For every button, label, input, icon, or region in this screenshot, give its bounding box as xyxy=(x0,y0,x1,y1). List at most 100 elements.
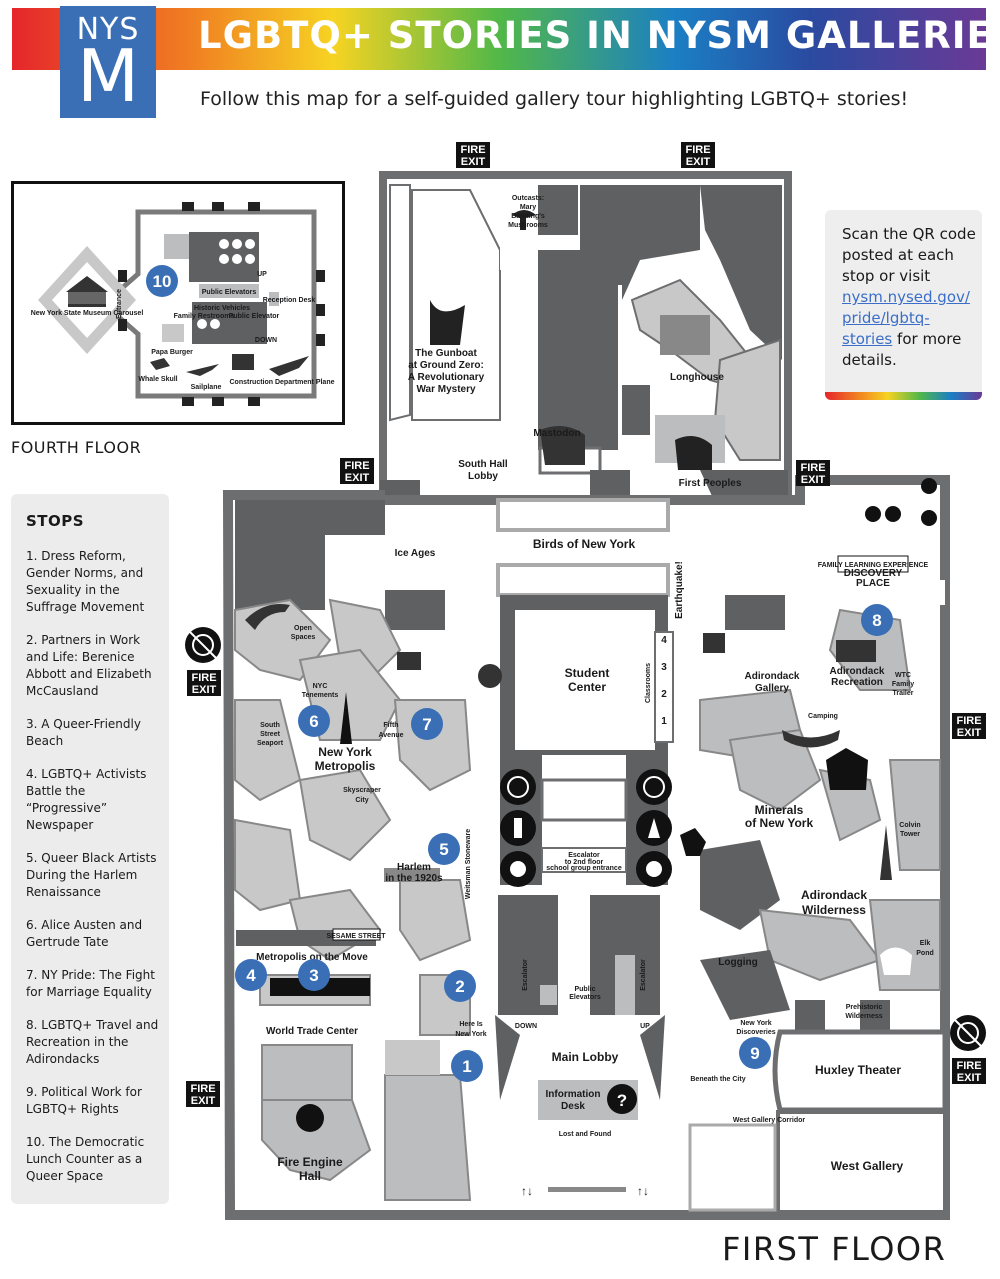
stop-marker-5[interactable] xyxy=(428,833,460,865)
qr-outro: for more details. xyxy=(842,330,962,369)
north-wing xyxy=(379,171,792,535)
logo-m-text: M xyxy=(76,34,140,118)
stop-marker-8[interactable] xyxy=(861,604,893,636)
tunnel-icon xyxy=(478,664,502,688)
details-link[interactable]: nysm.nysed.gov/ pride/lgbtq- stories xyxy=(842,288,970,348)
metropolis-on-the-move-label: Metropolis on the Move xyxy=(256,952,368,963)
lizard-icon xyxy=(245,604,290,630)
gazebo-icon xyxy=(397,652,421,670)
canoe-icon xyxy=(782,730,840,748)
stop-item-7[interactable]: 7. NY Pride: The Fight for Marriage Equa… xyxy=(26,968,155,999)
accessibility-icons xyxy=(185,478,986,1051)
svg-text:EXIT: EXIT xyxy=(957,727,982,739)
classrooms-label: Classrooms xyxy=(645,663,652,703)
stop-marker-3[interactable] xyxy=(298,959,330,991)
mastodon-label: Mastodon xyxy=(533,428,580,439)
stop-marker-1[interactable] xyxy=(451,1050,483,1082)
adirondack-gallery-icon xyxy=(703,633,725,653)
west-gallery-corridor-label: West Gallery Corridor xyxy=(733,1117,806,1124)
page-subtitle: Follow this map for a self-guided galler… xyxy=(200,88,909,110)
stop-item-4[interactable]: 4. LGBTQ+ Activists Battle the “Progress… xyxy=(26,767,147,832)
stop-item-2[interactable]: 2. Partners in Work and Life: Berenice A… xyxy=(26,633,152,698)
svg-text:?: ? xyxy=(617,1091,627,1110)
question-icon xyxy=(607,1084,637,1114)
stop-marker-10[interactable] xyxy=(146,265,178,297)
fourth-down-label: DOWN xyxy=(255,337,277,344)
stop-marker-2-label: 2 xyxy=(455,977,464,996)
svg-text:FIRE: FIRE xyxy=(191,672,216,684)
escalator-down-label: Escalator xyxy=(522,959,529,991)
svg-text:FIRE: FIRE xyxy=(190,1083,215,1095)
huxley-theater-label: Huxley Theater xyxy=(815,1063,901,1077)
stop-marker-4[interactable] xyxy=(235,959,267,991)
stop-item-1[interactable]: 1. Dress Reform, Gender Norms, and Sexua… xyxy=(26,549,145,614)
svg-text:EXIT: EXIT xyxy=(192,684,217,696)
logging-label: Logging xyxy=(718,957,757,968)
stop-markers: 1 2 3 4 5 6 7 8 9 xyxy=(235,604,893,1082)
colvin-tower-icon xyxy=(880,825,892,880)
fourth-up-label: UP xyxy=(257,271,267,278)
deer-icon xyxy=(680,828,706,856)
first-peoples-label: First Peoples xyxy=(679,478,742,489)
fourth-floor-label: FOURTH FLOOR xyxy=(11,438,142,457)
ice-ages-label: Ice Ages xyxy=(395,548,436,559)
stop-item-3[interactable]: 3. A Queer-Friendly Beach xyxy=(26,717,141,748)
stop-marker-3-label: 3 xyxy=(309,966,318,985)
center-restroom-icons xyxy=(500,769,672,887)
main-lobby-label: Main Lobby xyxy=(552,1050,619,1064)
logo-nys-text: NYS xyxy=(76,12,140,47)
stop-marker-7[interactable] xyxy=(411,708,443,740)
fourth-floor-exit-tabs xyxy=(118,202,325,406)
stop-marker-5-label: 5 xyxy=(439,840,448,859)
carousel-icon xyxy=(66,276,108,307)
escalator-up-label: Escalator xyxy=(640,959,647,991)
svg-text:EXIT: EXIT xyxy=(461,156,486,168)
elephant-icon xyxy=(675,436,712,470)
camping-label: Camping xyxy=(808,713,838,720)
papa-burger-label: Papa Burger xyxy=(151,349,193,356)
stop-marker-2[interactable] xyxy=(444,970,476,1002)
fourth-floor-map: New York State Museum Carousel Entrance … xyxy=(11,181,345,425)
svg-text:EXIT: EXIT xyxy=(345,472,370,484)
fourth-floor-svg: New York State Museum Carousel Entrance … xyxy=(31,202,335,406)
stop-marker-7-label: 7 xyxy=(422,715,431,734)
moose-icon xyxy=(826,748,868,790)
stop-item-8[interactable]: 8. LGBTQ+ Travel and Recreation in the A… xyxy=(26,1018,159,1066)
reception-desk-label: Reception Desk xyxy=(263,297,316,304)
first-floor-label: FIRST FLOOR xyxy=(722,1230,947,1268)
stop-item-10[interactable]: 10. The Democratic Lunch Counter as a Qu… xyxy=(26,1135,145,1183)
birds-label: Birds of New York xyxy=(533,537,636,551)
stop-item-5[interactable]: 5. Queer Black Artists During the Harlem… xyxy=(26,851,157,899)
stop-marker-1-label: 1 xyxy=(462,1057,471,1076)
sailplane-label: Sailplane xyxy=(191,384,222,391)
rainbow-header-bar xyxy=(12,8,986,70)
stop-marker-8-label: 8 xyxy=(872,611,881,630)
svg-text:EXIT: EXIT xyxy=(191,1095,216,1107)
svg-text:FIRE: FIRE xyxy=(800,462,825,474)
qr-rainbow-strip xyxy=(825,392,982,400)
stop-item-6[interactable]: 6. Alice Austen and Gertrude Tate xyxy=(26,918,143,949)
stop-marker-6[interactable] xyxy=(298,705,330,737)
stop-item-9[interactable]: 9. Political Work for LGBTQ+ Rights xyxy=(26,1085,142,1116)
gunboat-icon xyxy=(430,300,465,345)
stop-marker-9[interactable] xyxy=(739,1037,771,1069)
mushroom-icon xyxy=(512,210,536,230)
up-label: UP xyxy=(640,1023,650,1030)
whale-skull-icon xyxy=(150,358,170,370)
fourth-public-elevators-label: Public Elevators xyxy=(202,289,257,296)
